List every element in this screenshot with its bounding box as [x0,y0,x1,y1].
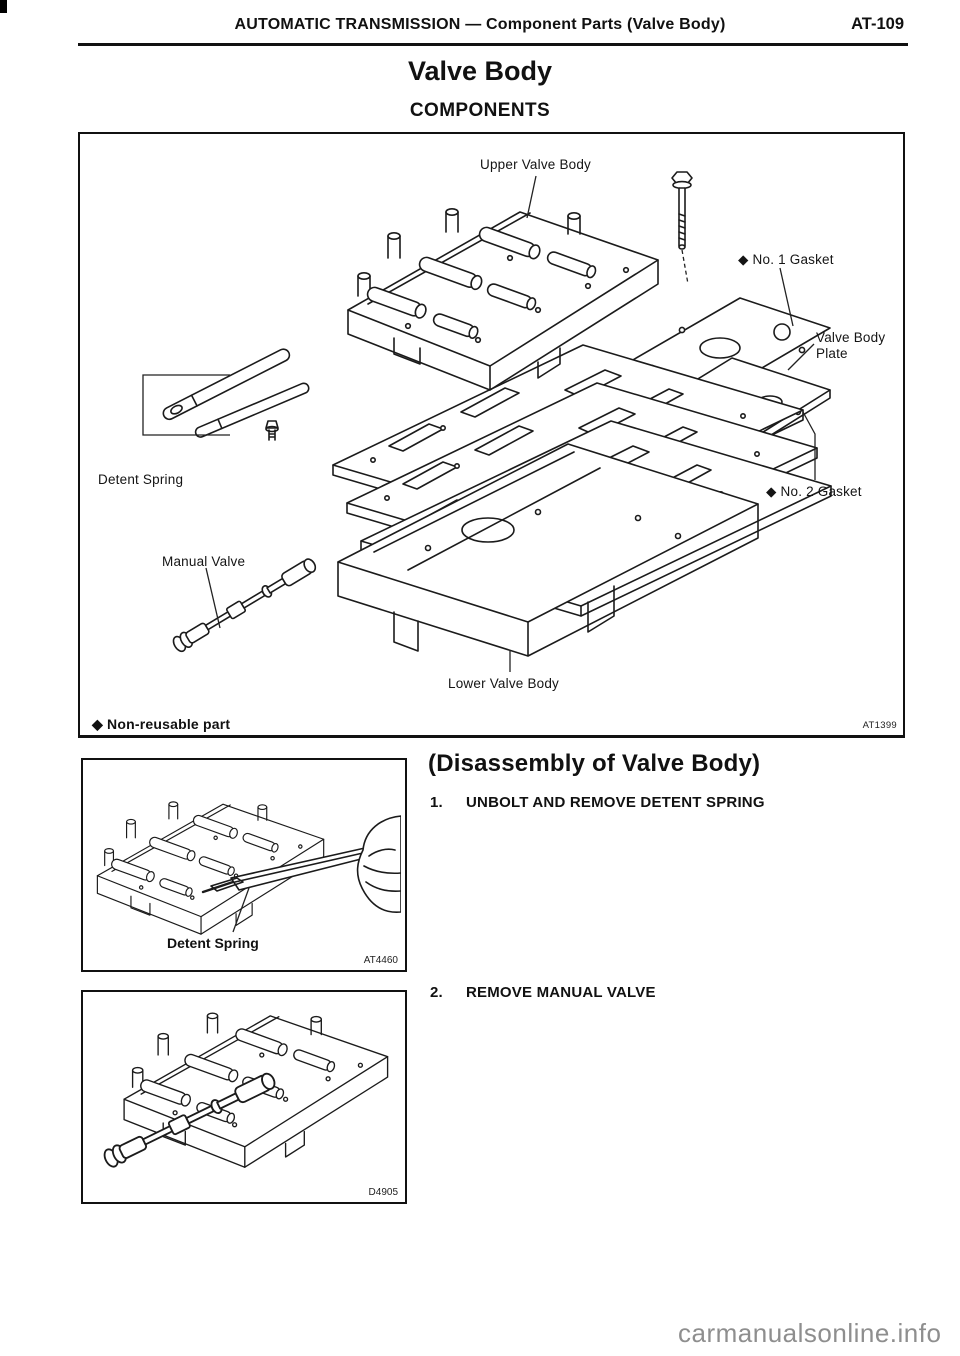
step-number: 1. [430,794,443,811]
detent-spring-figure: Detent Spring AT4460 [81,758,407,972]
figure-code-at4460: AT4460 [363,955,398,966]
manual-valve-diagram [101,1012,389,1170]
step-text: REMOVE MANUAL VALVE [466,984,656,1001]
figure-code-at1399: AT1399 [862,720,897,731]
label-no2-gasket: ◆ No. 2 Gasket [766,484,862,499]
label-valve-body-plate: Valve Body Plate [816,330,886,361]
disassembly-step-1: 1. UNBOLT AND REMOVE DETENT SPRING [430,794,930,811]
figure-code-d4905: D4905 [368,1187,398,1198]
page-title: Valve Body [407,56,553,86]
nonreusable-footnote: ◆ Non-reusable part [92,716,231,732]
label-no1-gasket: ◆ No. 1 Gasket [738,252,834,267]
step-text: UNBOLT AND REMOVE DETENT SPRING [466,794,765,811]
disassembly-step-2: 2. REMOVE MANUAL VALVE [430,984,930,1001]
label-detent-spring: Detent Spring [98,472,184,487]
step-number: 2. [430,984,443,1001]
components-figure: Upper Valve Body ◆ No. 1 Gasket Valve Bo… [78,132,905,738]
components-diagram [142,171,832,672]
header-title: AUTOMATIC TRANSMISSION — Component Parts… [234,16,726,33]
watermark: carmanualsonline.info [678,1318,942,1348]
label-upper-valve-body: Upper Valve Body [480,157,592,172]
scan-artifact [0,0,7,13]
label-manual-valve: Manual Valve [162,554,246,569]
header-rule [78,43,908,46]
manual-valve-figure: D4905 [81,990,407,1204]
section-title: COMPONENTS [409,100,551,121]
page-number: AT-109 [851,15,904,33]
label-lower-valve-body: Lower Valve Body [448,676,560,691]
detent-spring-diagram [96,801,401,935]
disassembly-heading: (Disassembly of Valve Body) [428,750,761,777]
detent-figure-label: Detent Spring [167,935,259,951]
